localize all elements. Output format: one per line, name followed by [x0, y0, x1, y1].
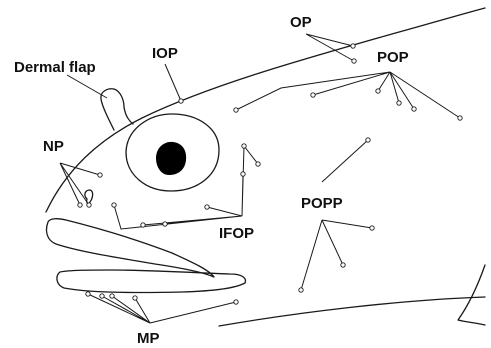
dermal-flap [101, 89, 133, 130]
pupil [156, 142, 186, 175]
pore-popp-3 [341, 263, 345, 267]
dermal-flap-leader [67, 75, 107, 98]
np-leader [60, 163, 100, 205]
pore-mp-2 [100, 294, 104, 298]
leader-lines [60, 34, 460, 323]
pore-ifop-2 [256, 162, 260, 166]
pore-ifop-6 [141, 223, 145, 227]
pore-pop-2 [311, 93, 315, 97]
lower-head-profile [219, 297, 485, 326]
label-pop: POP [377, 49, 409, 66]
pore-pop-5 [412, 107, 416, 111]
head-outline [46, 8, 485, 326]
iop-leader [165, 64, 181, 101]
pore-pop-1 [234, 108, 238, 112]
pore-np-2 [78, 203, 82, 207]
pore-popp-1 [366, 138, 370, 142]
label-dermal-flap: Dermal flap [14, 59, 96, 76]
eye [126, 114, 219, 191]
pore-ifop-5 [163, 222, 167, 226]
label-op: OP [290, 14, 312, 31]
upper-jaw [47, 219, 214, 277]
pores [78, 44, 462, 304]
pore-popp-4 [299, 288, 303, 292]
label-ifop: IFOP [219, 225, 254, 242]
pore-np-1 [98, 173, 102, 177]
pore-op-2 [352, 59, 356, 63]
label-popp: POPP [301, 195, 343, 212]
pore-pop-3 [376, 89, 380, 93]
label-np: NP [43, 138, 64, 155]
pore-op-1 [351, 44, 355, 48]
pore-ifop-4 [205, 205, 209, 209]
pore-mp-1 [86, 292, 90, 296]
mp-leader [88, 294, 236, 323]
labels: OP POP IOP Dermal flap NP POPP IFOP MP [14, 14, 409, 347]
pore-pop-6 [458, 116, 462, 120]
pore-np-3 [87, 203, 91, 207]
label-mp: MP [137, 330, 160, 347]
pore-popp-2 [370, 226, 374, 230]
pore-pop-4 [397, 101, 401, 105]
pore-ifop-7 [112, 203, 116, 207]
pore-ifop-3 [241, 172, 245, 176]
pop-leader [236, 72, 460, 118]
pore-mp-3 [110, 294, 114, 298]
label-iop: IOP [152, 45, 178, 62]
lower-jaw [57, 270, 245, 293]
popp-leader [301, 140, 372, 290]
pore-iop [179, 99, 183, 103]
dorsal-profile [46, 8, 485, 212]
pore-mp-4 [133, 296, 137, 300]
opercle-edge [458, 265, 485, 325]
pore-ifop-1 [242, 144, 246, 148]
pore-mp-5 [234, 300, 238, 304]
